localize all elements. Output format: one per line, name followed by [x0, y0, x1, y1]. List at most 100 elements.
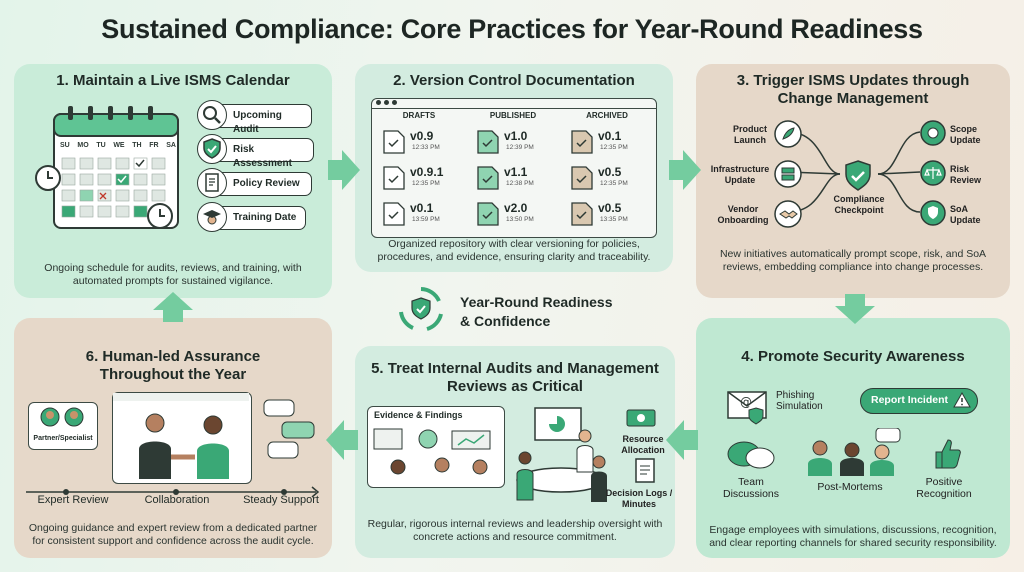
day-label: WE — [113, 142, 125, 149]
version-time: 12:35 PM — [600, 144, 628, 151]
scales-icon — [920, 160, 946, 186]
panel-version-control: 2. Version Control Documentation DRAFTS v… — [355, 64, 673, 272]
item-label: Training Date — [233, 212, 297, 223]
calendar-icon: SU MO TU WE TH FR SA — [50, 102, 184, 234]
column-header: ARCHIVED — [586, 111, 628, 120]
server-icon — [774, 160, 802, 188]
panel-isms-calendar: 1. Maintain a Live ISMS Calendar SU MO T… — [14, 64, 332, 298]
file-icon — [570, 201, 594, 227]
column-header: PUBLISHED — [489, 111, 537, 120]
page-title: Sustained Compliance: Core Practices for… — [101, 14, 923, 44]
version-number: v2.0 — [504, 201, 528, 215]
label-team-discussions: Team Discussions — [722, 476, 780, 500]
handshake-icon — [774, 200, 802, 228]
version-number: v0.1 — [598, 129, 622, 143]
panel-description: Organized repository with clear versioni… — [377, 238, 651, 263]
panel-internal-audits: 5. Treat Internal Audits and Management … — [355, 346, 675, 558]
day-label: SA — [166, 142, 176, 149]
version-time: 12:33 PM — [412, 144, 440, 151]
panel-human-assurance: 6. Human-led Assurance Throughout the Ye… — [14, 318, 332, 558]
meeting-scene — [505, 404, 615, 514]
badge-line1: Year-Round Readiness — [460, 294, 613, 310]
evidence-board: Evidence & Findings — [367, 406, 505, 488]
file-icon — [476, 165, 500, 191]
money-icon — [625, 406, 659, 432]
version-time: 13:59 PM — [412, 216, 440, 223]
arrow-left-5-to-6 — [326, 420, 358, 460]
decision-label: Decision Logs / Minutes — [605, 488, 673, 509]
arrow-down-3-to-4 — [835, 294, 875, 324]
input-label-infrastructure-update: Infrastructure Update — [710, 164, 770, 185]
label-post-mortems: Post-Mortems — [817, 481, 883, 493]
clock-icon — [34, 164, 62, 192]
year-round-badge: Year-Round Readiness & Confidence — [396, 284, 636, 334]
panel-security-awareness: 4. Promote Security Awareness @ Phishing… — [696, 318, 1010, 558]
clipboard-icon — [633, 456, 657, 484]
version-number: v1.1 — [504, 165, 528, 179]
calendar-item-training-date[interactable]: Training Date — [197, 202, 306, 232]
column-header: DRAFTS — [402, 111, 436, 120]
day-label: FR — [149, 142, 159, 149]
report-incident-button[interactable]: Report Incident — [860, 388, 978, 414]
version-number: v0.1 — [410, 201, 434, 215]
version-number: v0.9.1 — [410, 165, 444, 179]
calendar-item-upcoming-audit[interactable]: Upcoming Audit — [197, 100, 312, 135]
report-label: Report Incident — [871, 394, 949, 406]
input-label-vendor-onboarding: Vendor Onboarding — [717, 204, 769, 225]
panel-change-management: 3. Trigger ISMS Updates through Change M… — [696, 64, 1010, 298]
label-positive-recognition: Positive Recognition — [916, 476, 972, 500]
output-label-risk-review: Risk Review — [950, 164, 982, 185]
file-icon — [382, 201, 406, 227]
panel-title: 1. Maintain a Live ISMS Calendar — [56, 72, 290, 89]
panel-title: 6. Human-led Assurance Throughout the Ye… — [85, 348, 261, 383]
output-label-scope-update: Scope Update — [950, 124, 981, 145]
panel-title: 5. Treat Internal Audits and Management … — [371, 360, 659, 395]
document-icon — [197, 168, 227, 198]
version-time: 13:50 PM — [506, 216, 534, 223]
panel-title: 3. Trigger ISMS Updates through Change M… — [736, 72, 970, 107]
search-icon — [197, 100, 227, 130]
shield-check-icon — [197, 134, 227, 164]
timeline-line — [26, 486, 320, 498]
compliance-checkpoint-icon — [840, 158, 876, 194]
phishing-email-icon: @ — [726, 380, 772, 426]
file-icon — [476, 201, 500, 227]
panel-description: Engage employees with simulations, discu… — [709, 524, 997, 549]
phishing-label: Phishing Simulation — [776, 390, 823, 412]
input-label-product-launch: Product Launch — [732, 124, 767, 145]
calendar-item-policy-review[interactable]: Policy Review — [197, 168, 312, 198]
version-time: 12:35 PM — [412, 180, 440, 187]
arrow-up-6-to-1 — [153, 292, 193, 322]
panel-title: 2. Version Control Documentation — [393, 72, 635, 89]
item-label: Risk Assessment — [233, 144, 292, 169]
video-call-window — [112, 392, 252, 484]
file-icon — [570, 129, 594, 155]
chat-bubbles-icon — [260, 398, 320, 462]
version-time: 12:35 PM — [600, 180, 628, 187]
day-label: TH — [132, 142, 142, 149]
arrow-right-2-to-3 — [669, 150, 701, 190]
thumbs-up-icon — [928, 434, 966, 472]
version-number: v1.0 — [504, 129, 528, 143]
version-number: v0.5 — [598, 165, 622, 179]
calendar-item-risk-assessment[interactable]: Risk Assessment — [197, 134, 314, 169]
day-label: SU — [60, 142, 70, 149]
timeline-label-collaboration: Collaboration — [144, 494, 210, 506]
scope-icon — [920, 120, 946, 146]
file-icon — [476, 129, 500, 155]
file-icon — [382, 165, 406, 191]
partner-card: Partner/Specialist — [28, 402, 98, 450]
